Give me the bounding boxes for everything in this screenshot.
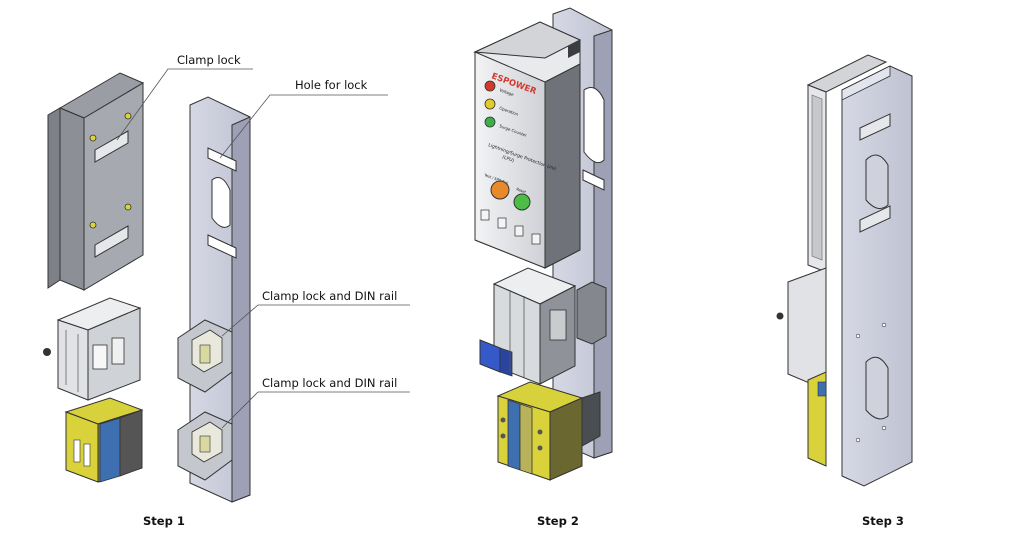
surge-counter-led [484,116,496,128]
step1-assembly [43,68,410,503]
reset-button [513,193,531,211]
mounting-panel-step1 [177,96,251,503]
circuit-breaker [43,297,142,401]
test-button [490,180,510,200]
step2-assembly: ESPOWER Voltage Operation Surge Counter … [473,7,613,481]
callout-clamp-lock: Clamp lock [177,53,241,67]
enclosure-rear [47,72,145,291]
voltage-label: Voltage [499,87,515,97]
step3-assembly [776,54,913,487]
mounting-panel-step3 [841,65,913,487]
terminal-block [64,397,144,483]
leader-lines-step1 [116,68,410,429]
voltage-led [484,80,496,92]
clamp-lock-engaged-lower [859,205,891,233]
din-clamp-upper [177,319,233,393]
operation-label: Operation [499,105,520,117]
lock-hole-upper [207,147,237,172]
operation-led [484,98,496,110]
step1-caption: Step 1 [143,514,185,528]
clamp-lock-engaged-upper [859,113,891,141]
reset-button-label: Reset [516,187,527,194]
terminal-block-step2 [496,381,601,481]
step3-caption: Step 3 [862,514,904,528]
lpu-enclosure [473,21,582,269]
clamp-lock-upper [94,130,129,163]
din-clamp-lower [177,411,233,481]
device-subtitle: (LPU) [501,154,515,164]
lock-hole-lower [207,234,237,259]
fuse-slots [480,209,541,245]
circuit-breaker-step2 [479,267,577,385]
step2-caption: Step 2 [537,514,579,528]
callout-clamp-lock-din-rail-lower: Clamp lock and DIN rail [262,376,398,390]
clamp-lock-lower [94,225,129,258]
callout-clamp-lock-din-rail-upper: Clamp lock and DIN rail [262,289,398,303]
callout-hole-for-lock: Hole for lock [295,78,368,92]
